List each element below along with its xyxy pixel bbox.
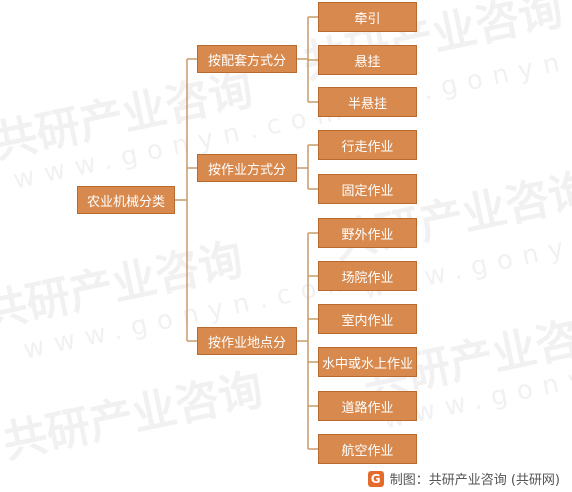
group-node: 按作业方式分 [197, 154, 297, 182]
leaf-node: 悬挂 [318, 45, 417, 75]
group-node: 按配套方式分 [197, 45, 297, 73]
root-node: 农业机械分类 [77, 186, 175, 214]
leaf-node: 固定作业 [318, 174, 417, 204]
leaf-node: 半悬挂 [318, 87, 417, 117]
leaf-node: 道路作业 [318, 391, 417, 421]
leaf-node: 室内作业 [318, 304, 417, 334]
leaf-node: 野外作业 [318, 218, 417, 248]
footer: G 制图：共研产业咨询 (共研网) [367, 469, 560, 488]
leaf-node: 水中或水上作业 [318, 347, 417, 377]
gonyn-logo-icon: G [367, 470, 384, 487]
group-node: 按作业地点分 [197, 327, 297, 355]
leaf-node: 航空作业 [318, 434, 417, 464]
leaf-node: 场院作业 [318, 261, 417, 291]
leaf-node: 行走作业 [318, 130, 417, 160]
footer-credit: 制图：共研产业咨询 (共研网) [389, 473, 560, 488]
leaf-node: 牵引 [318, 2, 417, 32]
